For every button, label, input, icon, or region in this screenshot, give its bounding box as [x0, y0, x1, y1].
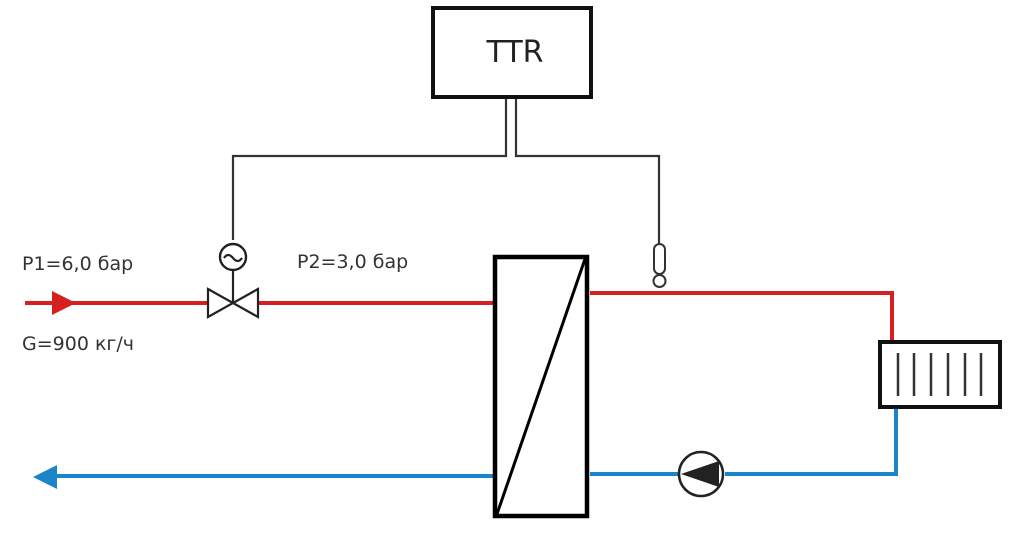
flow-label: G=900 кг/ч: [22, 333, 134, 355]
heat-exchanger-icon[interactable]: [492, 254, 590, 519]
sensor-control-wire: [514, 98, 661, 245]
p1-label: P1=6,0 бар: [22, 253, 133, 275]
outlet-arrow-icon: [33, 465, 57, 489]
p2-label: P2=3,0 бар: [297, 251, 408, 273]
radiator-icon[interactable]: [878, 340, 1002, 409]
return-pipe: [56, 407, 898, 478]
control-wires: [231, 98, 661, 245]
circulation-pump-icon[interactable]: [677, 450, 725, 498]
inlet-arrow-icon: [52, 291, 76, 315]
valve-control-wire: [231, 98, 508, 240]
motorized-valve-icon[interactable]: [206, 242, 260, 319]
ttr-controller[interactable]: TTR: [431, 6, 593, 99]
ttr-label: TTR: [486, 35, 544, 70]
temperature-sensor-icon[interactable]: [652, 243, 667, 288]
supply-pipe: [25, 291, 894, 342]
ttr-box: [431, 6, 593, 99]
